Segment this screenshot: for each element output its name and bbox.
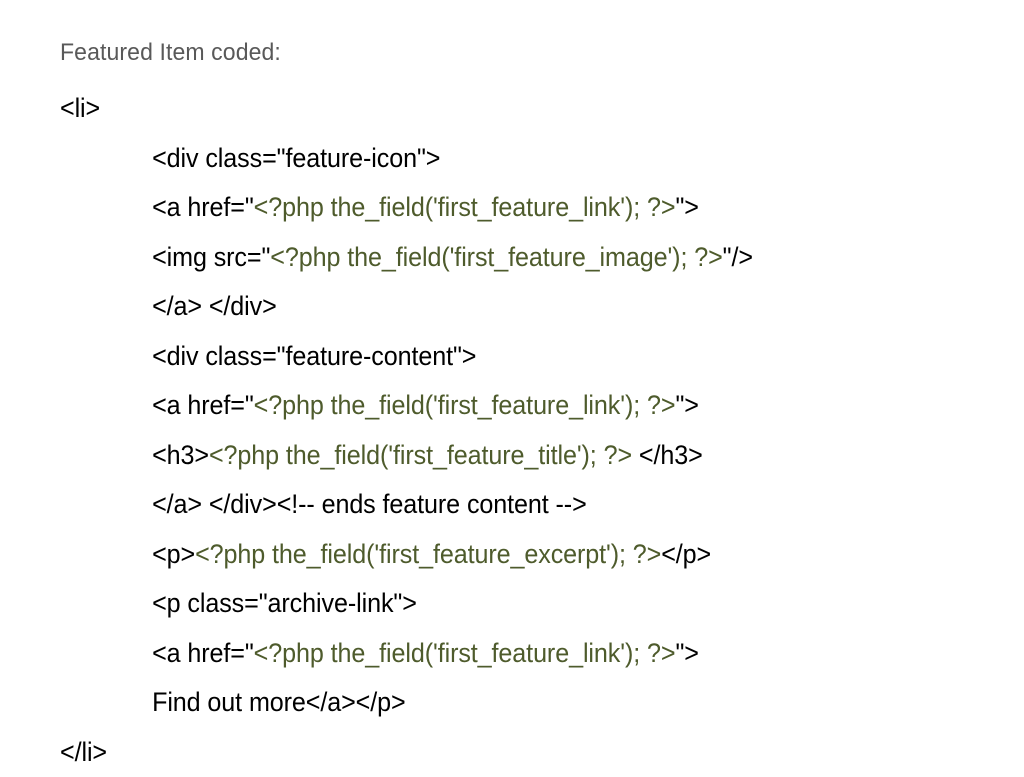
php-token: <?php the_field('first_feature_image'); … — [270, 242, 722, 272]
code-line: <h3><?php the_field('first_feature_title… — [60, 431, 944, 481]
page-title: Featured Item coded: — [60, 36, 972, 70]
code-line: <p class="archive-link"> — [60, 579, 944, 629]
html-token: </a> </div><!-- ends feature content --> — [152, 489, 587, 519]
code-line: </a> </div> — [60, 282, 944, 332]
code-line: <a href="<?php the_field('first_feature_… — [60, 381, 944, 431]
html-token: Find out more</a></p> — [152, 687, 406, 717]
code-line: <p><?php the_field('first_feature_excerp… — [60, 530, 944, 580]
code-line: <li> — [60, 84, 944, 134]
html-token: <p> — [152, 539, 195, 569]
html-token: <div class="feature-content"> — [152, 341, 476, 371]
html-token: "> — [675, 192, 698, 222]
html-token: </a> </div> — [152, 291, 277, 321]
html-token: <p class="archive-link"> — [152, 588, 417, 618]
php-token: <?php the_field('first_feature_title'); … — [209, 440, 632, 470]
html-token: <a href=" — [152, 192, 254, 222]
php-token: <?php the_field('first_feature_excerpt')… — [195, 539, 661, 569]
php-token: <?php the_field('first_feature_link'); ?… — [254, 638, 676, 668]
html-token: "> — [675, 638, 698, 668]
html-token: </p> — [661, 539, 711, 569]
html-token: </li> — [60, 737, 107, 767]
php-token: <?php the_field('first_feature_link'); ?… — [254, 192, 676, 222]
html-token: "/> — [723, 242, 753, 272]
code-line: <div class="feature-icon"> — [60, 134, 944, 184]
html-token: <div class="feature-icon"> — [152, 143, 440, 173]
code-line: </a> </div><!-- ends feature content --> — [60, 480, 944, 530]
code-lines-container: <li><div class="feature-icon"><a href="<… — [60, 84, 1010, 777]
html-token: <img src=" — [152, 242, 270, 272]
code-line: <a href="<?php the_field('first_feature_… — [60, 629, 944, 679]
html-token: <li> — [60, 93, 100, 123]
html-token: <a href=" — [152, 390, 254, 420]
code-line: <div class="feature-content"> — [60, 332, 944, 382]
code-line: <img src="<?php the_field('first_feature… — [60, 233, 944, 283]
html-token: <a href=" — [152, 638, 254, 668]
code-line: Find out more</a></p> — [60, 678, 944, 728]
php-token: <?php the_field('first_feature_link'); ?… — [254, 390, 676, 420]
html-token: <h3> — [152, 440, 209, 470]
code-listing: Featured Item coded: <li> <div class="fea… — [60, 36, 1010, 777]
code-line: </li> — [60, 728, 944, 777]
html-token: </h3> — [632, 440, 703, 470]
html-token: "> — [675, 390, 698, 420]
code-line: <a href="<?php the_field('first_feature_… — [60, 183, 944, 233]
